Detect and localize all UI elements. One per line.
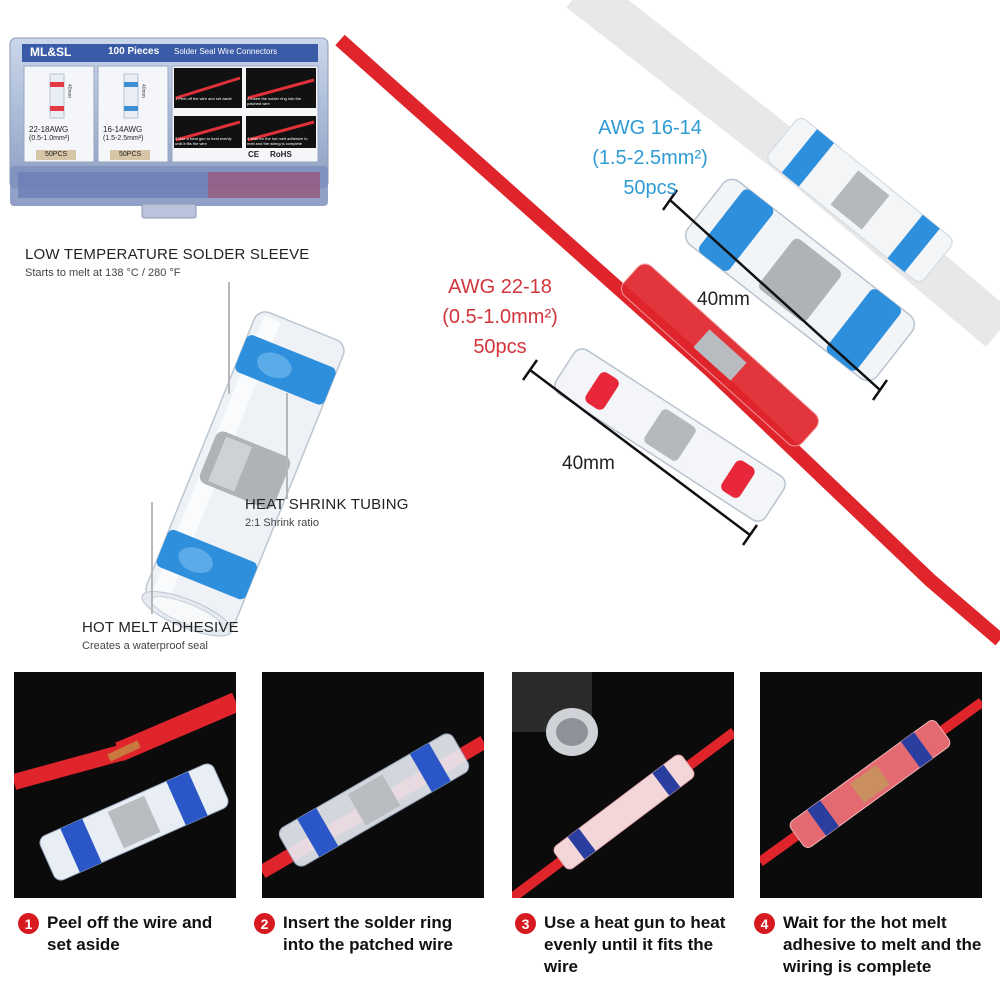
step-photo-3: [512, 672, 734, 898]
awg-16-14-count: 50pcs: [623, 177, 677, 199]
adhesive-callout-line: [151, 502, 153, 614]
box-right-gauge: 16-14AWG: [103, 125, 143, 134]
heat-shrink-title: HEAT SHRINK TUBING: [245, 496, 409, 513]
box-mini-step-2: 2 Insert the solder ring into the patche…: [247, 96, 302, 106]
awg-22-18-range: (0.5-1.0mm²): [442, 306, 558, 328]
box-rohs-mark: RoHS: [270, 150, 292, 159]
solder-sleeve-title: LOW TEMPERATURE SOLDER SLEEVE: [25, 246, 310, 263]
awg-16-14-gauge: AWG 16-14: [598, 117, 702, 139]
step-text: Wait for the hot melt adhesive to melt a…: [783, 913, 982, 976]
box-mini-step-3: 3 Use a heat gun to heat evenly until it…: [175, 136, 232, 146]
awg-22-18-label: AWG 22-18 (0.5-1.0mm²) 50pcs: [410, 272, 590, 362]
solder-sleeve-subtitle: Starts to melt at 138 °C / 280 °F: [25, 267, 181, 279]
awg-16-14-range: (1.5-2.5mm²): [592, 147, 708, 169]
step-photo-4: [760, 672, 982, 898]
box-left-range: (0.5-1.0mm²): [29, 135, 70, 142]
step-text: Use a heat gun to heat evenly until it f…: [544, 913, 726, 976]
awg-16-14-label: AWG 16-14 (1.5-2.5mm²) 50pcs: [560, 113, 740, 203]
box-title-count: 100 Pieces: [108, 46, 160, 57]
box-mini-step-4: 4 Wait for the hot melt adhesive to melt…: [247, 136, 308, 146]
wire-size-illustration: [335, 0, 1000, 646]
step-text: Insert the solder ring into the patched …: [283, 913, 454, 954]
step-caption-4: 4 Wait for the hot melt adhesive to melt…: [754, 912, 989, 978]
step-caption-2: 2 Insert the solder ring into the patche…: [254, 912, 489, 956]
awg-22-18-gauge: AWG 22-18: [448, 276, 552, 298]
box-right-count: 50PCS: [119, 151, 142, 158]
product-box-image: ML&SL 100 Pieces Solder Seal Wire Connec…: [8, 36, 330, 224]
product-box-drawing: [9, 37, 329, 219]
step-photo-1: [14, 672, 236, 898]
box-right-length: 40mm: [140, 84, 146, 98]
solder-callout-line: [228, 282, 230, 394]
step-caption-1: 1 Peel off the wire and set aside: [18, 912, 253, 956]
box-left-count: 50PCS: [45, 151, 68, 158]
step-text: Peel off the wire and set aside: [47, 913, 213, 954]
box-left-gauge: 22-18AWG: [29, 125, 69, 134]
box-right-range: (1.5-2.5mm²): [103, 135, 144, 142]
step-caption-3: 3 Use a heat gun to heat evenly until it…: [515, 912, 750, 978]
heat-shrink-callout-line: [286, 393, 288, 499]
box-brand: ML&SL: [30, 45, 72, 59]
heat-shrink-callout: HEAT SHRINK TUBING 2:1 Shrink ratio: [245, 496, 409, 529]
adhesive-callout: HOT MELT ADHESIVE Creates a waterproof s…: [82, 619, 239, 652]
connector-cutaway-illustration: [141, 311, 345, 637]
awg-22-18-count: 50pcs: [473, 336, 527, 358]
step-number-badge: 3: [515, 913, 536, 934]
step-number-badge: 4: [754, 913, 775, 934]
red-length-label: 40mm: [562, 453, 615, 474]
step-number-badge: 1: [18, 913, 39, 934]
box-ce-mark: CE: [248, 150, 260, 159]
adhesive-title: HOT MELT ADHESIVE: [82, 619, 239, 636]
step-number-badge: 2: [254, 913, 275, 934]
blue-length-label: 40mm: [697, 289, 750, 310]
heat-shrink-subtitle: 2:1 Shrink ratio: [245, 517, 319, 529]
box-title-product: Solder Seal Wire Connectors: [174, 47, 278, 56]
solder-sleeve-callout: LOW TEMPERATURE SOLDER SLEEVE Starts to …: [25, 246, 309, 279]
adhesive-subtitle: Creates a waterproof seal: [82, 640, 208, 652]
step-photo-2: [262, 672, 484, 898]
box-mini-step-1: 1 Peel off the wire and set aside: [175, 96, 232, 101]
box-left-length: 40mm: [66, 84, 72, 98]
